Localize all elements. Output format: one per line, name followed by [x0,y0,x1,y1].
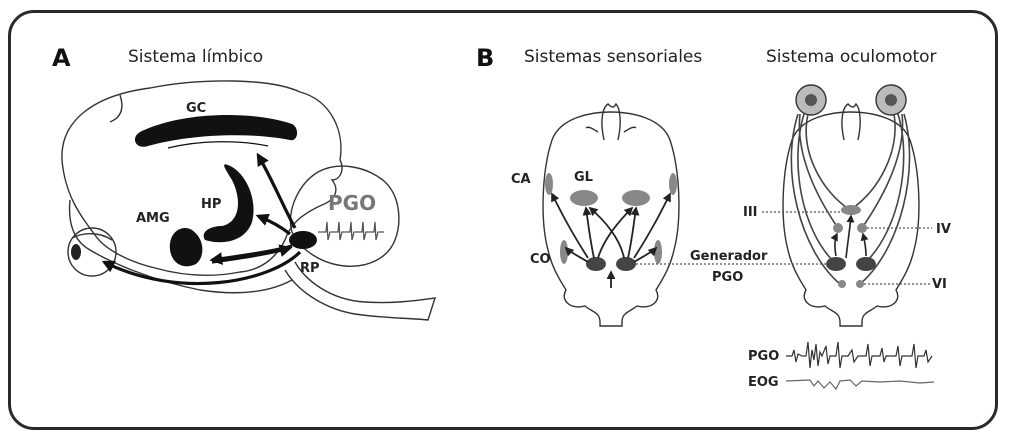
label-ca: CA [511,172,531,187]
generator-left-oculo [826,257,846,271]
panel-b-title-sensorial: Sistemas sensoriales [524,47,702,67]
sensory-brain [542,102,680,327]
amg-structure [169,228,203,267]
panel-b-title-oculomotor: Sistema oculomotor [766,47,937,67]
eye-right-pupil [885,94,897,106]
cerebellum-outline [289,165,400,267]
label-trace-pgo: PGO [748,349,779,364]
sensory-olf-left [585,126,599,133]
label-co: CO [530,252,551,267]
sensory-brain-outline [542,111,680,327]
arrow-rp-to-amg [209,244,293,265]
eye-pupil [71,244,81,260]
label-hp: HP [201,197,221,212]
ca-left [545,173,553,195]
nucleus-vi-left [838,280,846,288]
label-gl: GL [574,170,593,185]
eye-left-pupil [805,94,817,106]
arrow-amg-to-rp [211,244,293,264]
gc-inner-line [167,141,269,149]
ocular-brain-outline [782,111,920,327]
sensory-arrows [551,192,671,288]
label-generador-line2: PGO [712,270,743,285]
nucleus-iv-right [857,223,867,233]
generator-right [616,257,636,271]
label-amg: AMG [136,211,170,226]
pgo-trace-b [786,341,933,369]
eye-outline [67,227,117,277]
nucleus-vi-right [856,280,864,288]
sensory-olfactory [601,102,621,141]
panel-a-letter: A [52,44,71,72]
gl-left [570,190,598,206]
cerebrum-outline [61,80,343,276]
generator-right-oculo [856,257,876,271]
panel-a: A Sistema límbico GC HP [52,44,437,321]
nucleus-iii [841,205,861,215]
pgo-trace-a [318,221,384,241]
ca-right [669,173,677,195]
arrow-rp-to-hp [255,213,291,236]
label-gc: GC [186,101,206,116]
oculo-arrows [830,214,869,259]
ocular-olfactory [841,102,861,141]
hp-structure [203,164,254,243]
label-iv: IV [936,222,951,237]
gc-structure [134,114,298,147]
generator-left [586,257,606,271]
label-vi: VI [932,277,947,292]
arrow-rp-to-gc [256,152,297,229]
co-right [654,240,662,264]
cerebrum-fold [109,94,123,123]
panel-a-title: Sistema límbico [128,47,263,67]
base-outline [68,199,293,294]
oculomotor-brain [782,84,920,327]
label-iii: III [743,205,758,220]
eog-trace [785,379,935,391]
nucleus-iv-left [833,223,843,233]
label-rp: RP [300,261,320,276]
gl-right [622,190,650,206]
label-trace-eog: EOG [748,375,779,390]
rp-structure [289,231,317,249]
co-left [560,240,568,264]
arrow-rp-to-eye [101,250,302,286]
oculomotor-nerves [790,113,911,285]
panel-b-letter: B [476,44,494,72]
sensory-olf-right [623,126,637,133]
label-pgo-a: PGO [328,191,376,215]
panel-b: B Sistemas sensoriales Sistema oculomoto… [476,44,951,391]
brainstem-outline [284,261,437,321]
eye-lid [71,233,113,241]
label-generador-line1: Generador [690,249,768,264]
